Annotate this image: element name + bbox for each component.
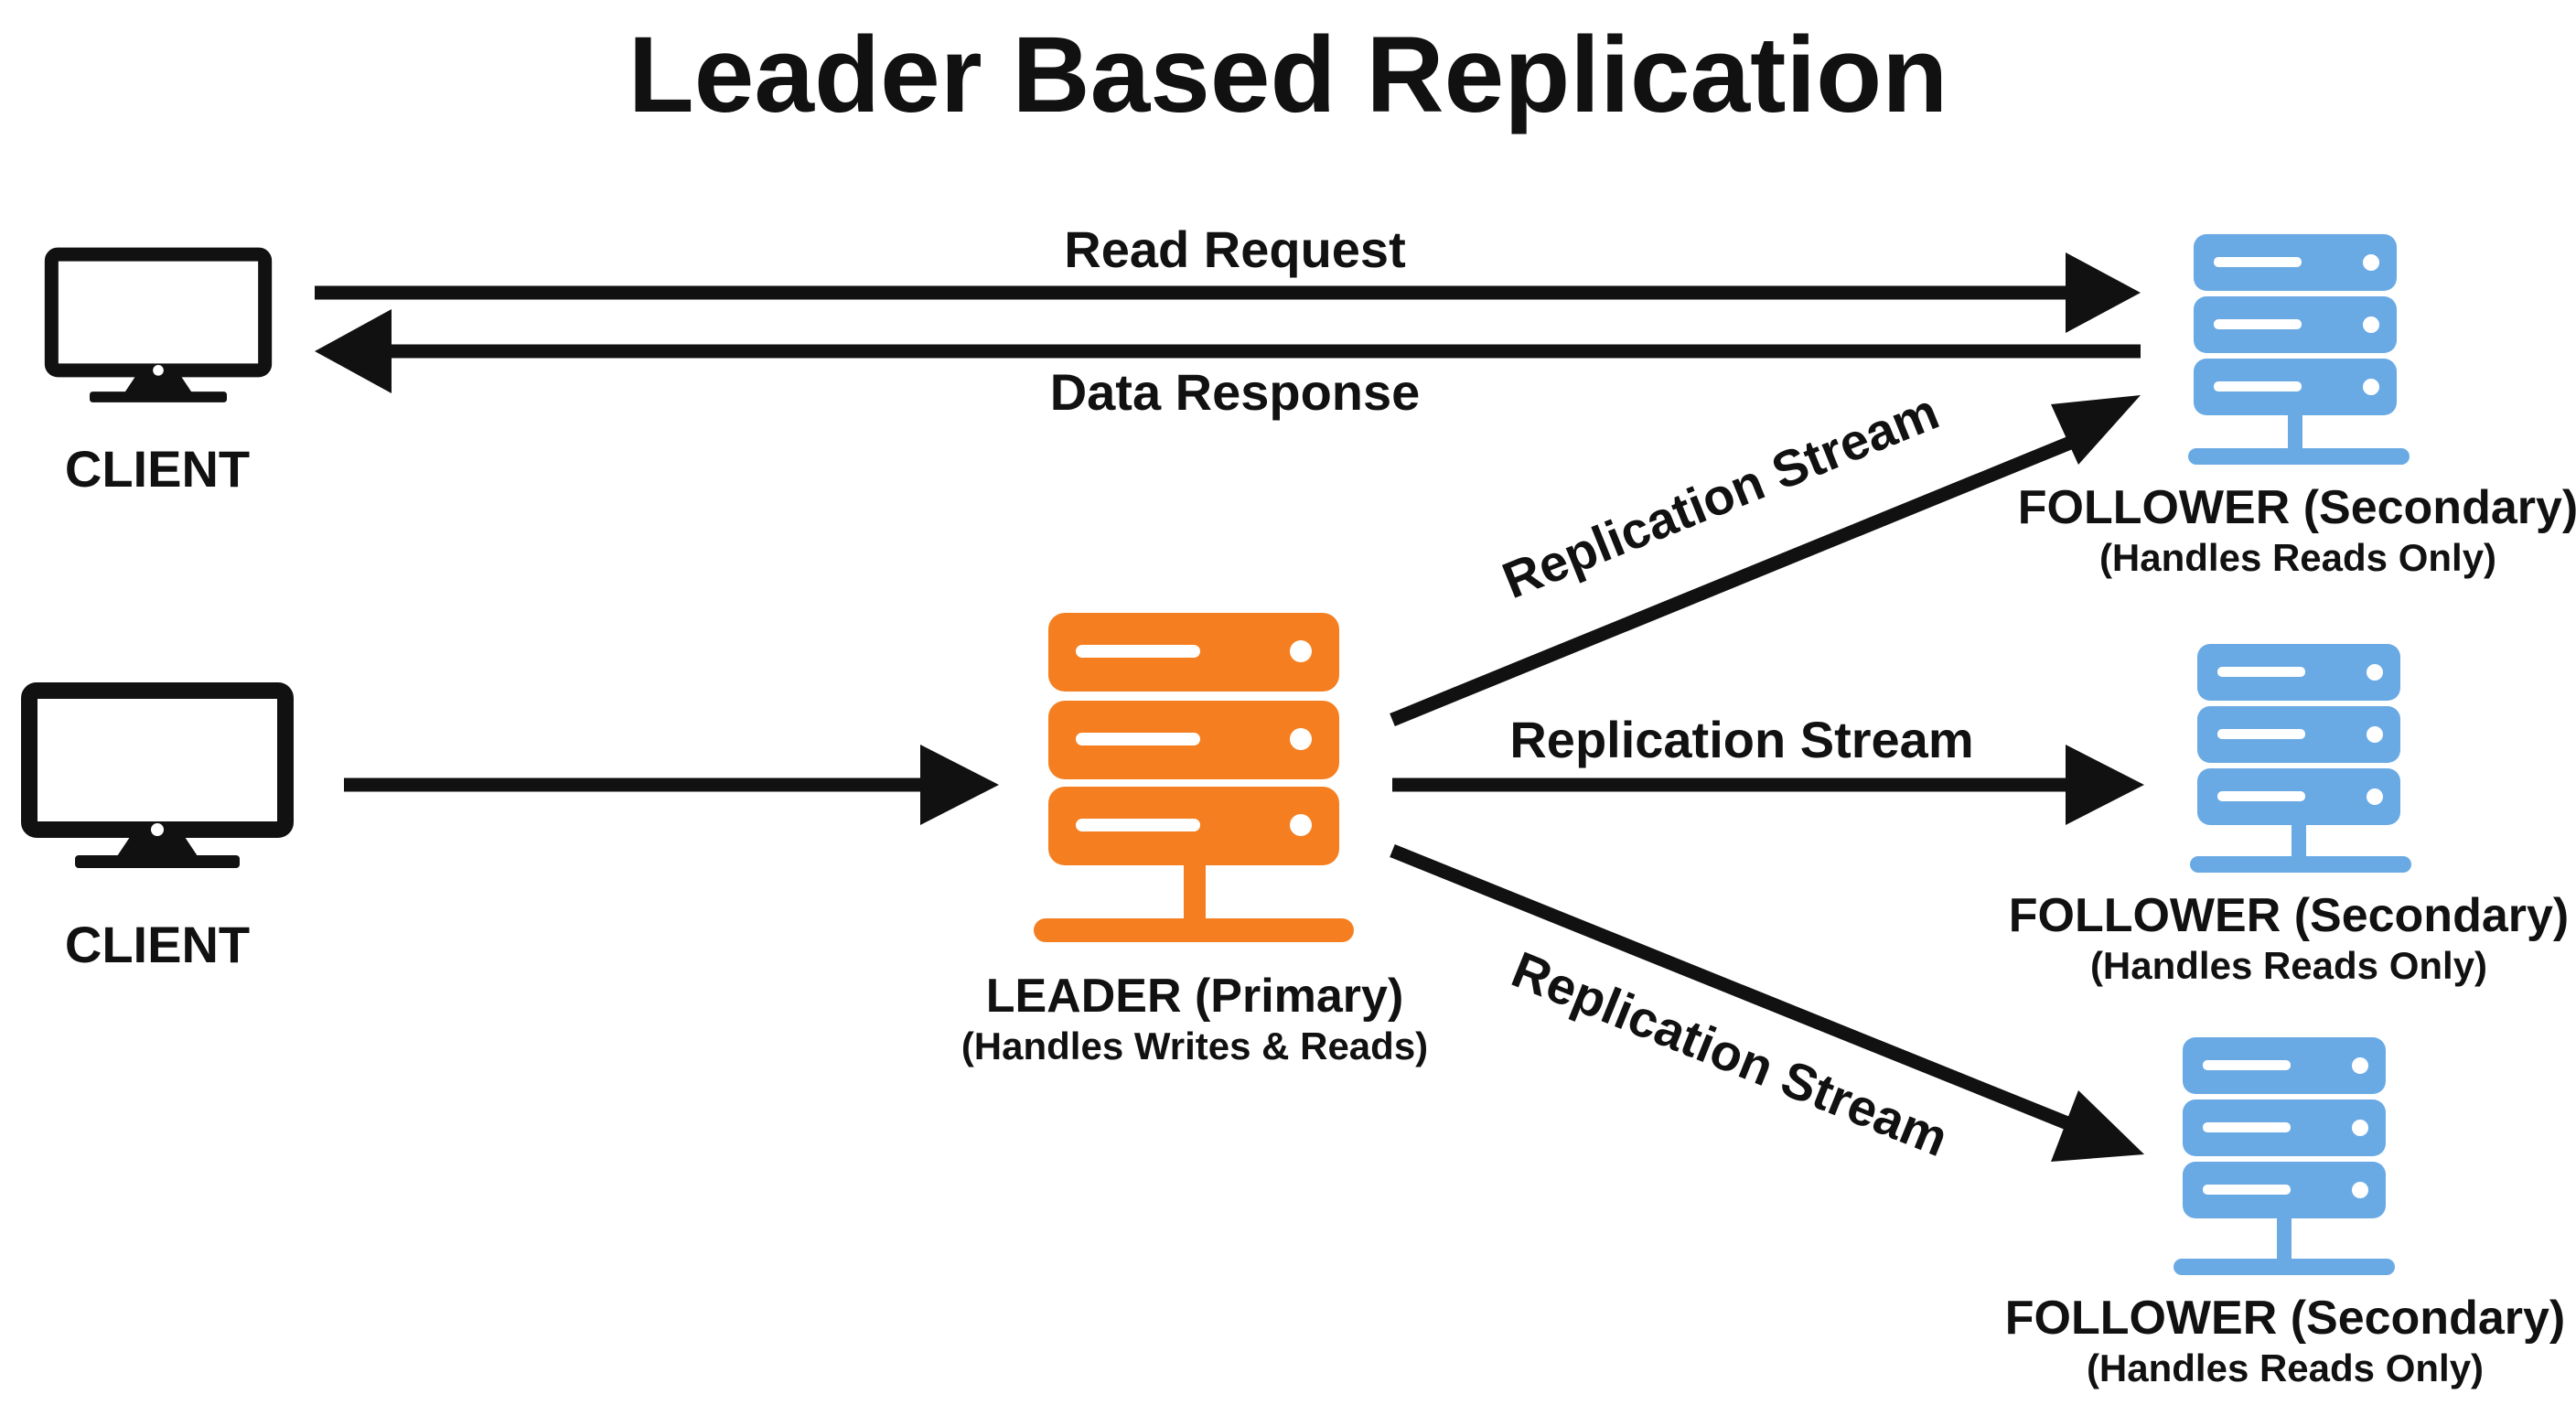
leader-label: LEADER (Primary) [986, 970, 1404, 1023]
follower-2-label: FOLLOWER (Secondary) [2009, 889, 2569, 942]
server-icon [2188, 234, 2410, 465]
monitor-icon [29, 691, 285, 868]
replication-label-2: Replication Stream [1509, 711, 1973, 768]
follower-3-sublabel: (Handles Reads Only) [2087, 1346, 2484, 1389]
follower-3-label: FOLLOWER (Secondary) [2005, 1292, 2565, 1345]
write-request-arrow [344, 745, 999, 825]
read-request-arrow [315, 252, 2141, 333]
server-icon [1034, 613, 1354, 942]
server-icon [2174, 1037, 2395, 1275]
client-bottom-label: CLIENT [65, 916, 250, 973]
server-icon [2190, 644, 2411, 873]
follower-node-2: FOLLOWER (Secondary) (Handles Reads Only… [2009, 644, 2569, 987]
replication-arrow-1 [1390, 395, 2141, 726]
client-bottom: CLIENT [29, 691, 285, 973]
replication-label-1: Replication Stream [1495, 382, 1947, 609]
replication-arrow-2 [1392, 745, 2144, 825]
replication-arrow-3 [1390, 844, 2144, 1162]
leader-node: LEADER (Primary) (Handles Writes & Reads… [961, 613, 1428, 1067]
client-top: CLIENT [51, 254, 264, 498]
monitor-icon [51, 254, 264, 402]
follower-node-3: FOLLOWER (Secondary) (Handles Reads Only… [2005, 1037, 2565, 1389]
follower-1-sublabel: (Handles Reads Only) [2099, 536, 2496, 579]
client-top-label: CLIENT [65, 440, 250, 498]
leader-sublabel: (Handles Writes & Reads) [961, 1024, 1428, 1067]
follower-2-sublabel: (Handles Reads Only) [2090, 944, 2487, 987]
read-request-label: Read Request [1064, 220, 1405, 278]
data-response-arrow [315, 309, 2141, 393]
follower-1-label: FOLLOWER (Secondary) [2018, 481, 2576, 534]
follower-node-1: FOLLOWER (Secondary) (Handles Reads Only… [2018, 234, 2576, 579]
data-response-label: Data Response [1050, 363, 1421, 421]
page-title: Leader Based Replication [628, 15, 1948, 135]
